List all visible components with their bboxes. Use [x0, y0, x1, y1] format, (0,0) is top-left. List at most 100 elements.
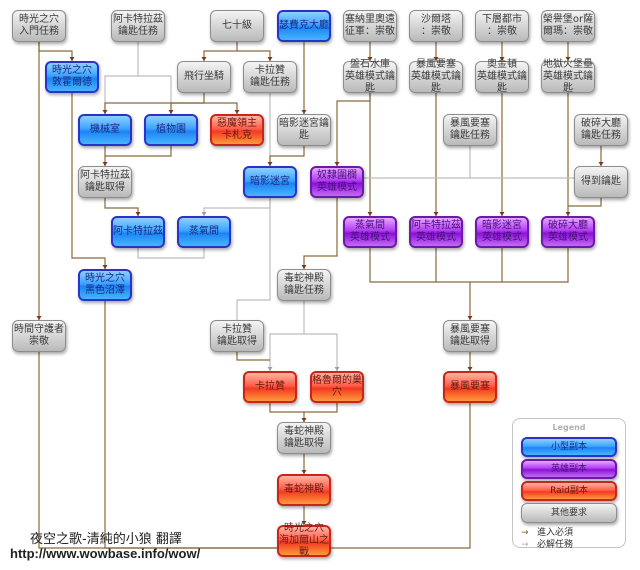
legend-arrow-quest: → 必解任務 — [521, 537, 573, 550]
connector — [170, 102, 204, 114]
arrowhead — [499, 212, 505, 216]
node-tempest-keep-key-quest: 暴風要塞 鑰匙任務 — [443, 114, 497, 146]
arrowhead — [334, 162, 340, 166]
node-arcatraz: 阿卡特拉茲 — [111, 216, 165, 248]
arrowhead — [598, 162, 604, 166]
node-honor-hold-rep: 榮譽堡or薩 爾瑪：崇敬 — [541, 10, 595, 42]
node-get-key: 得到鑰匙 — [574, 166, 628, 198]
node-shadow-labyrinth: 暗影迷宮 — [243, 166, 297, 198]
node-ssc-key-obtained: 毒蛇神殿 鑰匙取得 — [277, 422, 331, 454]
node-serpentshrine: 毒蛇神殿 — [277, 474, 331, 506]
connector — [104, 301, 304, 549]
node-shadow-lab-heroic: 暗影迷宮 英雄模式 — [475, 216, 529, 248]
node-level-70: 七十級 — [210, 10, 264, 42]
arrowhead — [301, 110, 307, 114]
connector — [104, 93, 205, 114]
node-lower-city-rep: 下層都市 ：崇敬 — [475, 10, 529, 42]
connector — [104, 42, 139, 114]
arrowhead — [367, 212, 373, 216]
node-arcatraz-key-obtained: 阿卡特拉茲 鑰匙取得 — [78, 166, 132, 198]
node-steamvault-heroic: 蒸氣間 英雄模式 — [343, 216, 397, 248]
node-karazhan-key-obtained: 卡拉贊 鑰匙取得 — [210, 320, 264, 352]
node-keepers-of-time-rep: 時間守護者 崇敬 — [12, 320, 66, 352]
node-shattered-halls-heroic: 破碎大廳 英雄模式 — [541, 216, 595, 248]
arrowhead — [267, 367, 273, 371]
connector — [104, 146, 172, 157]
node-auchindoun-heroic-key: 奧金頓 英雄模式鑰匙 — [475, 59, 529, 94]
legend-arrow-quest-label: 必解任務 — [537, 540, 574, 550]
arrowhead — [301, 265, 307, 269]
arrowhead — [301, 521, 307, 525]
node-shattrath-rep: 沙爾塔 ：崇敬 — [409, 10, 463, 42]
translator-credit: 夜空之歌-清純的小狼 翻譯 — [30, 532, 182, 547]
connector — [38, 352, 138, 549]
node-shadow-lab-key: 暗影迷宮鑰匙 — [277, 114, 331, 146]
node-coilfang-heroic-key: 盤石水庫 英雄模式鑰匙 — [343, 59, 397, 94]
connector — [369, 248, 569, 283]
legend-arrow-required-label: 進入必須 — [537, 528, 574, 538]
arrowhead — [102, 162, 108, 166]
connector — [204, 102, 238, 114]
node-magtheridon: 惡魔領主 卡札克 — [210, 114, 264, 146]
arrowhead — [36, 316, 42, 320]
node-ssc-key-quest: 毒蛇神殿 鑰匙任務 — [277, 269, 331, 301]
arrowhead — [201, 212, 207, 216]
connector — [304, 333, 338, 371]
legend-item-heroic: 英雄副本 — [521, 459, 617, 479]
arrowhead — [467, 316, 473, 320]
node-arcatraz-key-quest: 阿卡特拉茲 鑰匙任務 — [111, 10, 165, 42]
node-flying-mount: 飛行坐騎 — [177, 61, 231, 93]
arrowhead — [467, 367, 473, 371]
node-tempest-keep-key-obtained: 暴風要塞 鑰匙取得 — [443, 320, 497, 352]
arrowhead — [565, 57, 571, 61]
connector — [303, 198, 338, 269]
connector — [203, 198, 271, 216]
node-tempest-keep: 暴風要塞 — [443, 371, 497, 403]
connector — [236, 352, 270, 361]
node-cot-entry-quest: 時光之穴 入門任務 — [12, 10, 66, 42]
arrowhead — [433, 57, 439, 61]
node-karazhan: 卡拉贊 — [243, 371, 297, 403]
connector — [269, 146, 305, 166]
arrowhead — [433, 212, 439, 216]
connector — [71, 93, 106, 269]
arrowhead — [234, 110, 240, 114]
node-cenarion-rep: 塞納里奧遠 征軍：崇敬 — [343, 10, 397, 42]
connector — [138, 75, 172, 114]
node-hellfire-heroic-key: 地獄火堡壘 英雄模式鑰匙 — [541, 59, 595, 94]
legend-item-other: 其他要求 — [521, 503, 617, 523]
arrowhead — [135, 212, 141, 216]
connector — [203, 42, 238, 61]
arrowhead — [499, 57, 505, 61]
connector — [568, 198, 602, 207]
legend-item-dungeon: 小型副本 — [521, 437, 617, 457]
node-cot-hyjal: 時光之穴 海加爾山之戰 — [277, 523, 331, 558]
arrowhead — [201, 57, 207, 61]
node-karazhan-key-quest: 卡拉贊 鑰匙任務 — [243, 61, 297, 93]
connector — [104, 198, 139, 216]
node-gruuls-lair: 格魯爾的巢穴 — [310, 371, 364, 403]
arrowhead — [168, 110, 174, 114]
connector — [269, 301, 305, 371]
source-url: http://www.wowbase.info/wow/ — [10, 546, 201, 561]
node-cot-black-morass: 時光之穴 黑色沼澤 — [78, 269, 132, 301]
arrowhead — [565, 212, 571, 216]
node-botanica: 植物園 — [144, 114, 198, 146]
arrow-quest-icon: → — [521, 540, 529, 550]
node-shattered-halls-key-quest: 破碎大廳 鑰匙任務 — [574, 114, 628, 146]
arrowhead — [102, 265, 108, 269]
connector — [137, 248, 205, 259]
node-cot-durnholde: 時光之穴 敦霍爾德 — [45, 61, 99, 93]
connector — [336, 93, 371, 166]
node-steamvault: 蒸氣間 — [177, 216, 231, 248]
arrowhead — [301, 470, 307, 474]
arrowhead — [69, 57, 75, 61]
legend: Legend 小型副本 英雄副本 Raid副本 其他要求 →進入必須 →必解任務 — [512, 418, 626, 550]
node-mechanar: 機械室 — [78, 114, 132, 146]
arrowhead — [367, 57, 373, 61]
arrowhead — [267, 57, 273, 61]
connector — [269, 403, 338, 413]
arrowhead — [334, 367, 340, 371]
legend-item-raid: Raid副本 — [521, 481, 617, 501]
connector — [38, 42, 73, 61]
